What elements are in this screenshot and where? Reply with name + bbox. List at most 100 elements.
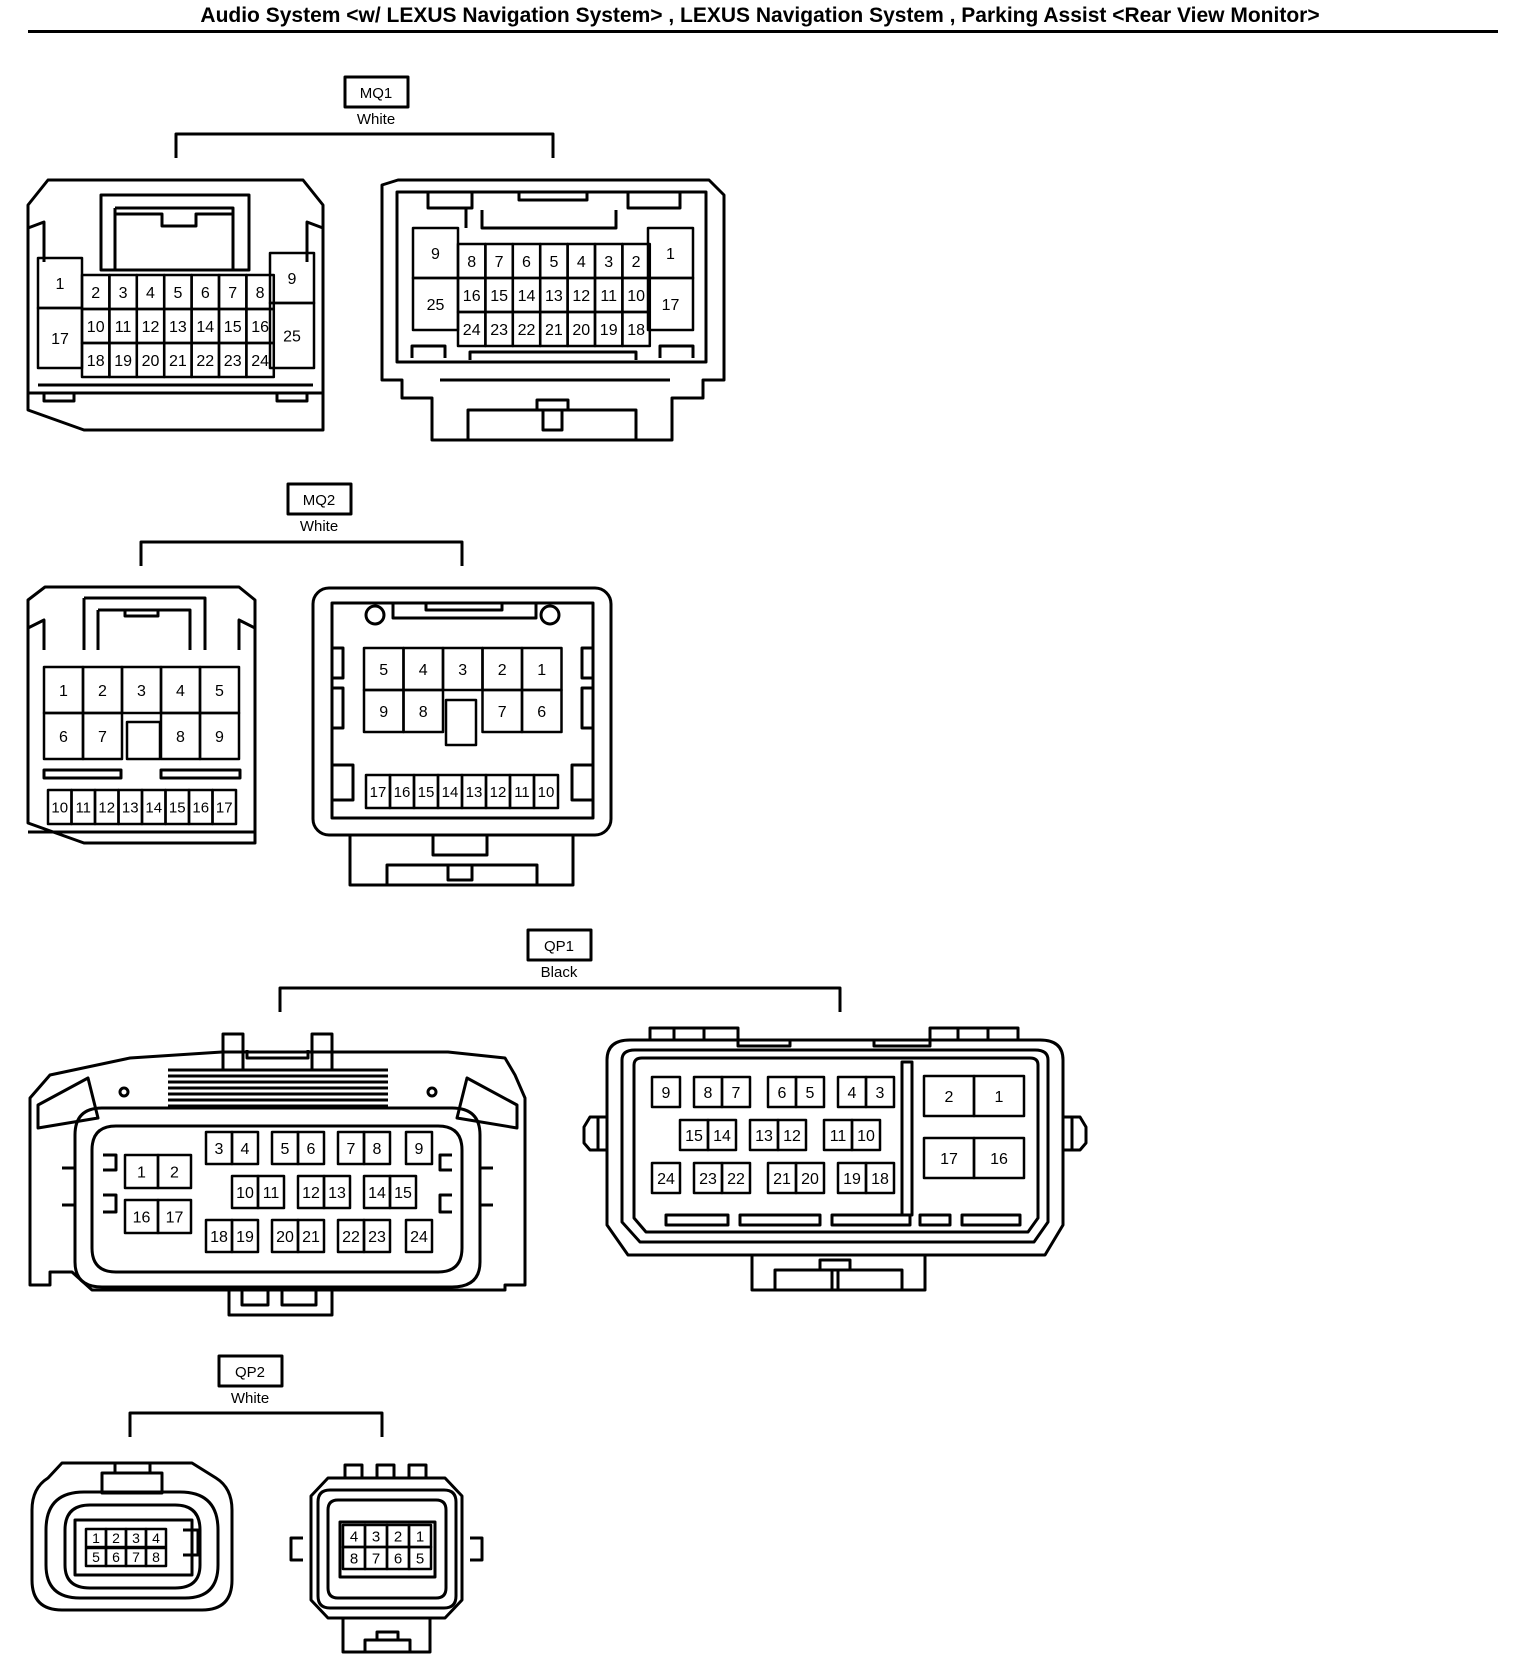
pin-number: 19	[600, 322, 618, 339]
pin-number: 3	[132, 1530, 140, 1546]
pin-cell	[864, 1161, 896, 1195]
pin-number: 23	[368, 1229, 386, 1246]
pin-number: 12	[783, 1128, 801, 1145]
pin-number: 16	[394, 784, 411, 801]
pin-number: 18	[871, 1171, 889, 1188]
pin-number: 20	[276, 1229, 294, 1246]
pin-number: 16	[463, 288, 481, 305]
pin-number: 21	[773, 1171, 791, 1188]
pin-number: 22	[196, 353, 214, 370]
pin-number: 6	[394, 1550, 402, 1567]
pin-number: 7	[347, 1141, 356, 1158]
connector-color-label: White	[231, 1390, 269, 1407]
pin-number: 4	[146, 285, 155, 302]
pin-number: 19	[114, 353, 132, 370]
pin-number: 5	[215, 683, 224, 700]
pin-number: 13	[328, 1185, 346, 1202]
pin-number: 2	[632, 254, 641, 271]
pin-number: 5	[549, 254, 558, 271]
pin-number: 11	[600, 288, 617, 305]
pin-number: 12	[142, 319, 160, 336]
pin-cell	[646, 276, 695, 332]
pin-number: 3	[137, 683, 146, 700]
pin-cell	[621, 310, 652, 348]
pin-number: 19	[236, 1229, 254, 1246]
pin-number: 14	[518, 288, 536, 305]
pin-number: 24	[463, 322, 481, 339]
pin-cell	[864, 1075, 896, 1109]
pin-cell	[706, 1118, 738, 1152]
pair-bracket	[278, 986, 842, 1012]
connector-id-box	[286, 482, 353, 516]
pin-number: 25	[427, 297, 445, 314]
pin-number: 22	[518, 322, 536, 339]
pin-number: 15	[394, 1185, 412, 1202]
pin-number: 8	[176, 729, 185, 746]
pin-number: 14	[145, 799, 162, 816]
pin-number: 16	[990, 1151, 1008, 1168]
pair-bracket	[174, 132, 555, 158]
pin-number: 4	[152, 1530, 160, 1546]
connector-id-label: QP2	[235, 1364, 265, 1381]
connector-qp1: QP1 Black	[28, 928, 1088, 1317]
pin-number: 11	[830, 1128, 847, 1145]
pin-number: 4	[350, 1528, 358, 1545]
pin-cell	[402, 688, 445, 734]
pin-number: 10	[857, 1128, 875, 1145]
pin-number: 5	[806, 1085, 815, 1102]
pin-number: 2	[98, 683, 107, 700]
pin-number: 13	[466, 784, 483, 801]
pin-number: 15	[224, 319, 242, 336]
pin-number: 8	[152, 1549, 160, 1565]
pin-number: 21	[169, 353, 187, 370]
pin-number: 12	[98, 799, 115, 816]
pin-cell	[322, 1174, 352, 1210]
pin-number: 17	[940, 1151, 958, 1168]
pin-number: 9	[431, 246, 440, 263]
pin-number: 5	[416, 1550, 424, 1567]
pin-number: 24	[657, 1171, 675, 1188]
pin-number: 6	[778, 1085, 787, 1102]
pin-number: 7	[132, 1549, 140, 1565]
pin-cell	[776, 1118, 808, 1152]
pin-number: 9	[379, 704, 388, 721]
pin-number: 6	[522, 254, 531, 271]
pin-number: 6	[307, 1141, 316, 1158]
pin-number: 5	[92, 1549, 100, 1565]
pin-number: 24	[410, 1229, 428, 1246]
pin-number: 15	[418, 784, 435, 801]
pin-number: 8	[256, 285, 265, 302]
connector-color-label: Black	[541, 964, 578, 981]
pin-number: 18	[627, 322, 645, 339]
pin-cell	[144, 1546, 168, 1568]
pin-number: 10	[87, 319, 105, 336]
pin-number: 4	[419, 662, 428, 679]
pin-number: 5	[173, 285, 182, 302]
pin-number: 3	[876, 1085, 885, 1102]
pin-number: 4	[176, 683, 185, 700]
pin-number: 6	[112, 1549, 120, 1565]
pin-number: 16	[251, 319, 269, 336]
pin-cell	[404, 1218, 434, 1254]
pin-number: 3	[604, 254, 613, 271]
pin-cell	[520, 688, 563, 734]
pin-cell	[407, 1545, 433, 1571]
pin-cell	[650, 1161, 682, 1195]
pin-number: 16	[133, 1209, 151, 1226]
pin-number: 6	[59, 729, 68, 746]
pin-number: 23	[699, 1171, 717, 1188]
pin-number: 10	[51, 799, 68, 816]
